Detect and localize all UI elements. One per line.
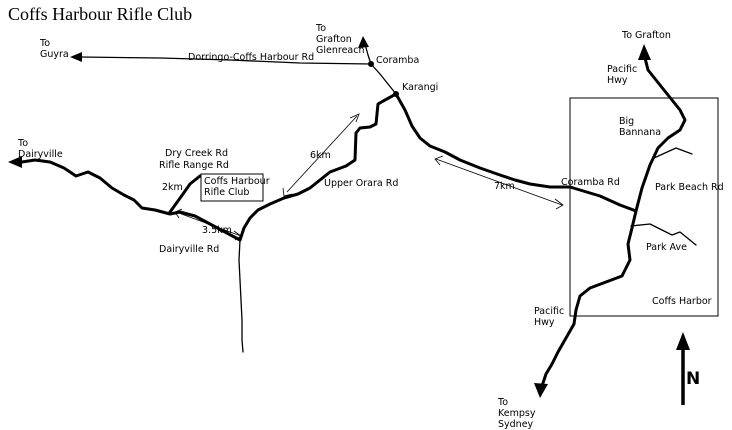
coramba-karangi-road [370,63,397,95]
town-inset-box [569,97,719,317]
arrowhead-to-kempsy [534,383,548,398]
distance-arrow-6km [282,113,360,197]
label-dry-creek-rd: Dry Creek Rd [165,148,228,159]
rifle-range-road-line [168,174,202,214]
label-dairyville-rd: Dairyville Rd [159,244,219,255]
label-rifle-range-rd: Rifle Range Rd [159,160,229,171]
coramba-marker [368,61,374,67]
road-to-glenreach [364,43,372,65]
coramba-road [394,92,572,189]
north-label: N [686,369,700,389]
pacific-hwy-south [540,209,638,388]
rifle-club-box [200,173,264,202]
label-coramba-road: Coramba Rd [561,177,620,188]
arrowhead-to-guyra [70,52,82,62]
label-6km: 6km [310,150,331,161]
label-dorringo-road: Dorringo-Coffs Harbour Rd [188,52,314,63]
label-2km: 2km [162,182,183,193]
dairyville-road-west [20,158,242,242]
park-beach-road-line [653,147,693,159]
arrowhead-to-grafton [638,44,651,60]
label-park-ave: Park Ave [646,242,687,253]
dairyville-road-south [238,239,244,353]
label-coffs-harbor: Coffs Harbor [652,296,712,307]
coramba-road-inset [568,185,638,213]
arrowhead-to-glenreach [358,36,369,48]
label-park-beach-road: Park Beach Rd [655,182,724,193]
map-title: Coffs Harbour Rifle Club [8,4,192,24]
north-arrow-head [676,332,690,350]
karangi-marker [393,91,399,97]
dorringo-coffs-harbour-road [79,56,372,65]
park-ave-line [630,223,697,246]
label-upper-orara-road: Upper Orara Rd [324,178,398,189]
arrowhead-to-dairyville [8,156,22,168]
label-7km: 7km [494,181,515,192]
upper-orara-road [238,92,398,242]
label-coramba: Coramba [376,55,419,66]
label-karangi: Karangi [402,82,438,93]
label-to-grafton: To Grafton [621,30,671,41]
distance-arrow-7km [434,155,564,210]
distance-arrow-3-5km [174,208,242,241]
pacific-hwy-north [634,56,687,213]
label-3-5km: 3.5km [202,225,232,236]
